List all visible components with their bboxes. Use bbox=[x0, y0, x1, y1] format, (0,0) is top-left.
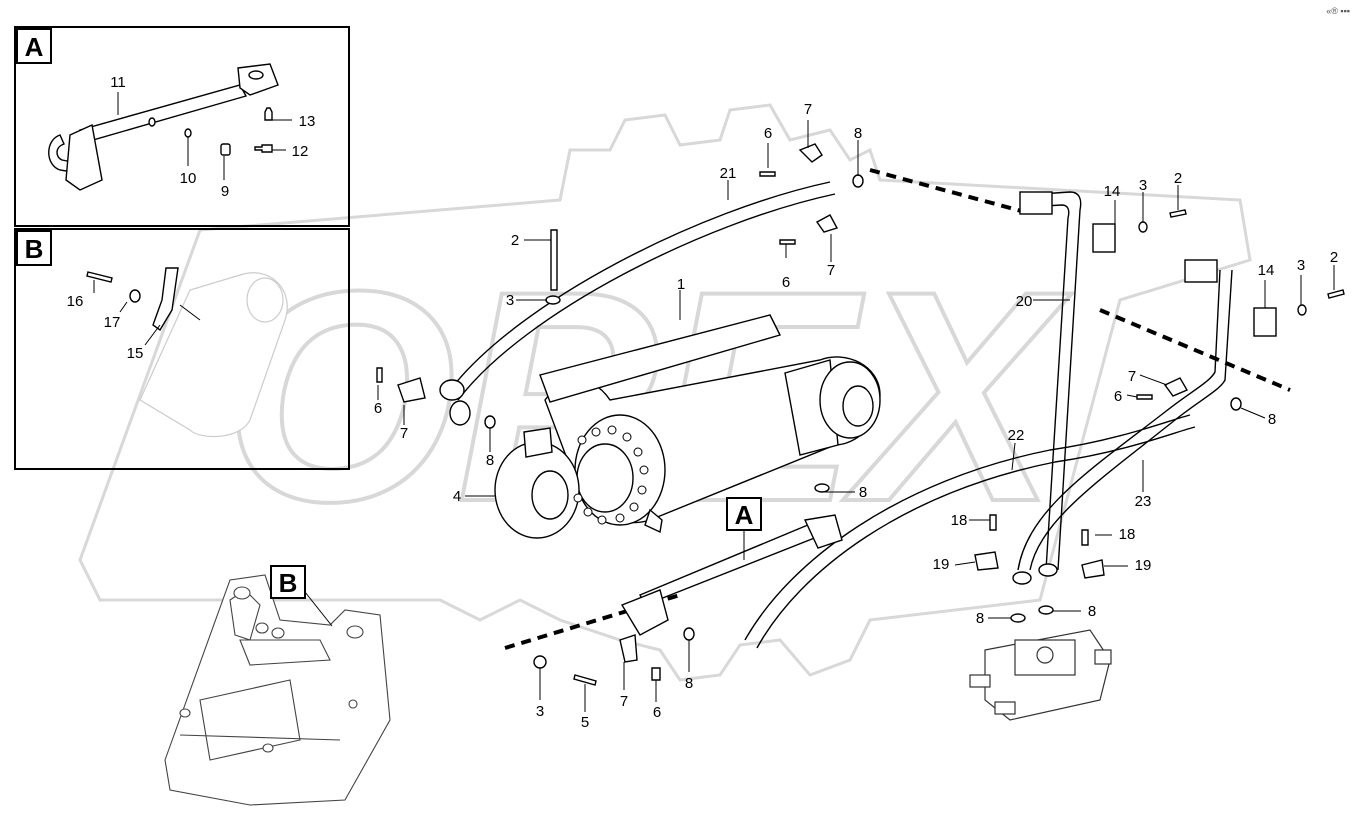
part-label: 8 bbox=[976, 610, 984, 627]
part-label: 13 bbox=[299, 113, 316, 130]
part-label: 19 bbox=[1135, 557, 1152, 574]
corner-mark: «® ▪▪▪ bbox=[1326, 6, 1350, 16]
part-label: 19 bbox=[933, 556, 950, 573]
part-label: 21 bbox=[720, 165, 737, 182]
part-label: 7 bbox=[400, 425, 408, 442]
callout-b: B bbox=[270, 565, 333, 627]
pipe-assembly-a: A bbox=[620, 497, 843, 636]
leader-lines bbox=[377, 120, 1335, 712]
part-label: 23 bbox=[1135, 493, 1152, 510]
part-label: 3 bbox=[506, 292, 514, 309]
part-label: 15 bbox=[127, 345, 144, 362]
part-label: 1 bbox=[677, 276, 685, 293]
callout-a-letter: A bbox=[735, 500, 754, 530]
part-label: 18 bbox=[951, 512, 968, 529]
part-label: 7 bbox=[620, 693, 628, 710]
fittings bbox=[376, 143, 1345, 686]
part-label: 16 bbox=[67, 293, 84, 310]
detail-b-labels: 16 17 15 bbox=[67, 293, 144, 362]
detail-box-a-letter: A bbox=[25, 32, 44, 62]
part-label: 2 bbox=[1330, 249, 1338, 266]
part-label: 12 bbox=[292, 143, 309, 160]
detail-box-b-letter: B bbox=[25, 234, 44, 264]
part-label: 14 bbox=[1104, 183, 1121, 200]
part-label: 8 bbox=[854, 125, 862, 142]
detail-a-labels: 11 13 12 10 9 bbox=[110, 74, 315, 200]
control-valve bbox=[969, 629, 1112, 721]
hydraulic-cylinder bbox=[494, 314, 881, 539]
part-label: 4 bbox=[453, 488, 461, 505]
part-label: 7 bbox=[827, 262, 835, 279]
part-label: 3 bbox=[1139, 177, 1147, 194]
part-label: 2 bbox=[511, 232, 519, 249]
part-label: 3 bbox=[536, 703, 544, 720]
detail-box-b: B bbox=[14, 228, 350, 470]
frame-illustration bbox=[164, 574, 391, 806]
part-label: 18 bbox=[1119, 526, 1136, 543]
part-label: 14 bbox=[1258, 262, 1275, 279]
part-label: 2 bbox=[1174, 170, 1182, 187]
part-label: 6 bbox=[764, 125, 772, 142]
part-label: 17 bbox=[104, 314, 121, 331]
part-label: 6 bbox=[1114, 388, 1122, 405]
part-label: 3 bbox=[1297, 257, 1305, 274]
part-label: 5 bbox=[581, 714, 589, 731]
part-label: 8 bbox=[1088, 603, 1096, 620]
part-label: 9 bbox=[221, 183, 229, 200]
part-label: 6 bbox=[374, 400, 382, 417]
part-label: 6 bbox=[782, 274, 790, 291]
part-label: 7 bbox=[804, 101, 812, 118]
part-label: 11 bbox=[110, 74, 126, 91]
dashed-cut-lines bbox=[504, 168, 1291, 650]
part-label: 6 bbox=[653, 704, 661, 721]
part-label: 8 bbox=[859, 484, 867, 501]
part-label: 8 bbox=[685, 675, 693, 692]
callout-b-letter: B bbox=[279, 568, 298, 598]
part-label: 10 bbox=[180, 170, 197, 187]
hoses bbox=[449, 181, 1233, 649]
part-label: 8 bbox=[486, 452, 494, 469]
part-label: 8 bbox=[1268, 411, 1276, 428]
part-label: 7 bbox=[1128, 368, 1136, 385]
part-label: 20 bbox=[1016, 293, 1033, 310]
main-labels: 7 6 8 21 14 3 2 2 3 1 6 7 20 14 3 2 6 7 … bbox=[374, 101, 1338, 731]
part-label: 22 bbox=[1008, 427, 1025, 444]
detail-box-a: A bbox=[14, 26, 350, 227]
